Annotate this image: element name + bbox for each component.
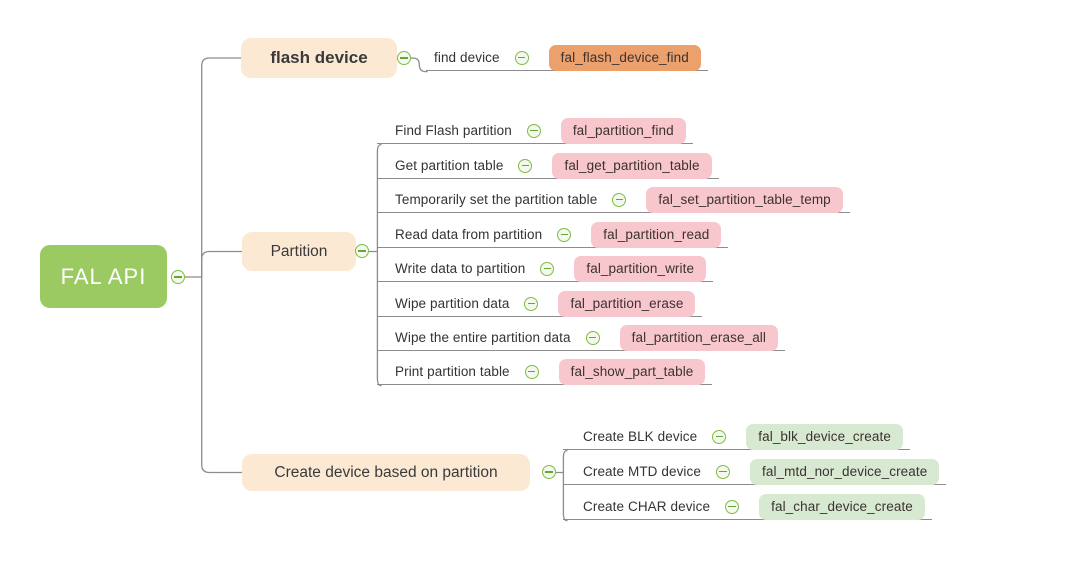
collapse-icon[interactable] <box>514 50 529 65</box>
subtopic-row: Write data to partition fal_partition_wr… <box>377 255 714 282</box>
subtopic-label[interactable]: Write data to partition <box>395 261 526 276</box>
collapse-icon[interactable] <box>716 464 730 479</box>
collapse-icon[interactable] <box>524 296 539 311</box>
branch-node-flash-device[interactable]: flash device <box>241 38 397 78</box>
subtopic-row: Create BLK device fal_blk_device_create <box>563 423 910 450</box>
subtopic-row: Create CHAR device fal_char_device_creat… <box>563 493 932 520</box>
collapse-icon[interactable] <box>518 158 533 173</box>
subtopic-row: Get partition table fal_get_partition_ta… <box>377 152 719 179</box>
subtopic-row: find device fal_flash_device_find <box>426 44 708 71</box>
subtopic-label[interactable]: Wipe the entire partition data <box>395 330 571 345</box>
api-node[interactable]: fal_char_device_create <box>759 493 925 520</box>
api-node[interactable]: fal_partition_write <box>574 255 707 282</box>
collapse-icon[interactable] <box>526 123 541 138</box>
collapse-icon[interactable] <box>171 270 185 284</box>
api-node[interactable]: fal_mtd_nor_device_create <box>750 458 940 485</box>
subtopic-label[interactable]: Temporarily set the partition table <box>395 192 598 207</box>
subtopic-label[interactable]: Get partition table <box>395 158 504 173</box>
api-node[interactable]: fal_partition_find <box>560 117 686 144</box>
subtopic-label[interactable]: Find Flash partition <box>395 123 512 138</box>
api-node[interactable]: fal_get_partition_table <box>552 152 712 179</box>
api-node[interactable]: fal_partition_read <box>591 221 722 248</box>
collapse-icon[interactable] <box>540 261 555 276</box>
api-node[interactable]: fal_set_partition_table_temp <box>646 186 843 213</box>
branch-node-create-device[interactable]: Create device based on partition <box>242 454 530 491</box>
subtopic-row: Print partition table fal_show_part_tabl… <box>377 358 713 385</box>
api-node[interactable]: fal_flash_device_find <box>548 44 701 71</box>
api-node[interactable]: fal_blk_device_create <box>746 423 903 450</box>
subtopic-row: Temporarily set the partition table fal_… <box>377 186 850 213</box>
api-node[interactable]: fal_show_part_table <box>558 358 706 385</box>
collapse-icon[interactable] <box>725 499 740 514</box>
subtopic-row: Read data from partition fal_partition_r… <box>377 221 729 248</box>
subtopic-label[interactable]: Create CHAR device <box>583 499 711 514</box>
subtopic-label[interactable]: Wipe partition data <box>395 296 510 311</box>
subtopic-row: Wipe partition data fal_partition_erase <box>377 290 703 317</box>
subtopic-row: Find Flash partition fal_partition_find <box>377 117 693 144</box>
collapse-icon[interactable] <box>397 51 411 65</box>
subtopic-label[interactable]: Print partition table <box>395 364 510 379</box>
subtopic-label[interactable]: Create BLK device <box>583 429 698 444</box>
collapse-icon[interactable] <box>542 465 556 479</box>
collapse-icon[interactable] <box>524 364 539 379</box>
collapse-icon[interactable] <box>712 429 727 444</box>
subtopic-label[interactable]: Create MTD device <box>583 464 701 479</box>
api-node[interactable]: fal_partition_erase_all <box>619 324 778 351</box>
subtopic-row: Create MTD device fal_mtd_nor_device_cre… <box>563 458 947 485</box>
collapse-icon[interactable] <box>585 330 600 345</box>
collapse-icon[interactable] <box>557 227 572 242</box>
collapse-icon[interactable] <box>612 192 627 207</box>
root-node[interactable]: FAL API <box>40 245 167 308</box>
subtopic-label[interactable]: find device <box>434 50 500 65</box>
branch-node-partition[interactable]: Partition <box>242 232 356 271</box>
api-node[interactable]: fal_partition_erase <box>558 290 696 317</box>
collapse-icon[interactable] <box>355 244 369 258</box>
subtopic-label[interactable]: Read data from partition <box>395 227 543 242</box>
subtopic-row: Wipe the entire partition data fal_parti… <box>377 324 785 351</box>
